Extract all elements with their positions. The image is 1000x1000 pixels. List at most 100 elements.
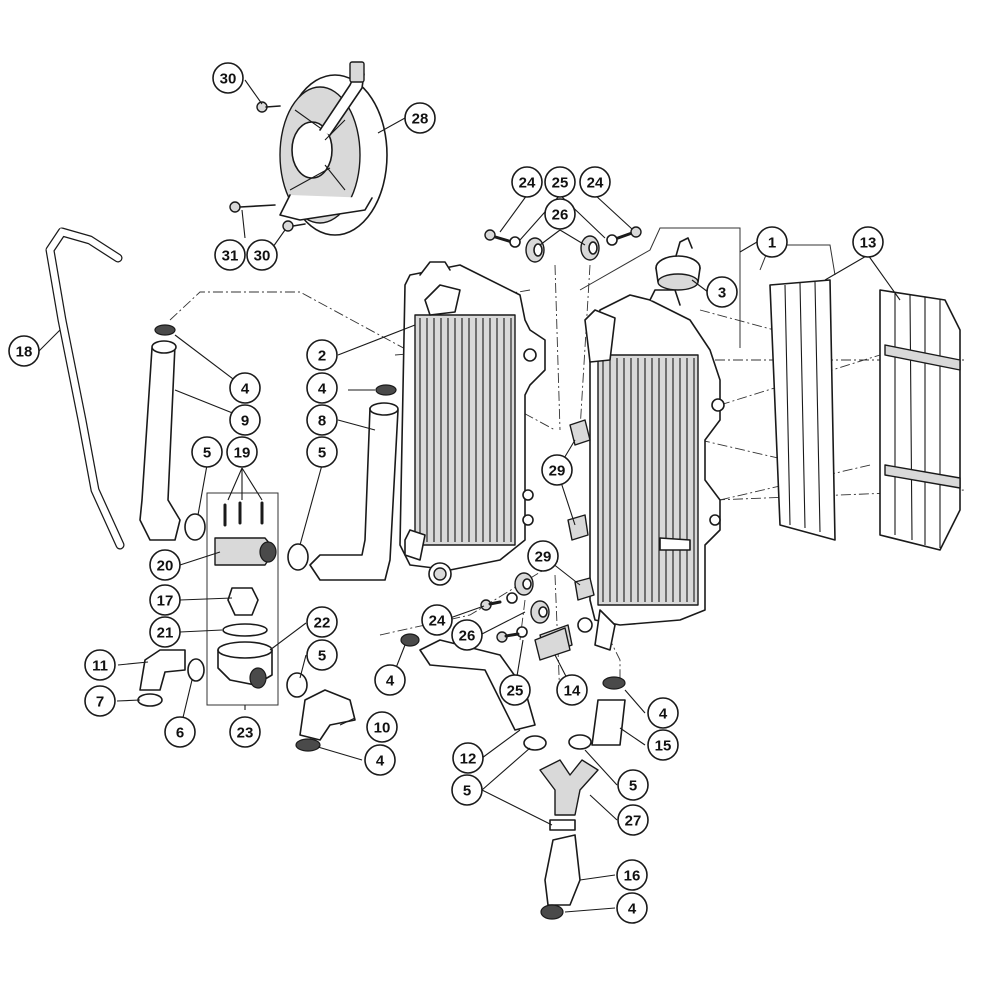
callout-number: 6	[176, 725, 184, 742]
callout-circle	[374, 664, 406, 696]
overflow-hose	[45, 227, 125, 550]
callout-number: 10	[374, 720, 391, 737]
callout-circle	[756, 226, 788, 258]
callout-30: 30	[246, 239, 278, 271]
callout-number: 16	[624, 868, 641, 885]
callout-number: 3	[718, 285, 726, 302]
callout-circle	[647, 697, 679, 729]
callout-31: 31	[214, 239, 246, 271]
callout-number: 24	[519, 175, 536, 192]
callout-24: 24	[579, 166, 611, 198]
callout-13: 13	[852, 226, 884, 258]
callout-number: 28	[412, 111, 429, 128]
callout-circle	[149, 549, 181, 581]
callout-number: 29	[549, 463, 566, 480]
callout-circle	[306, 404, 338, 436]
callout-number: 5	[318, 445, 326, 462]
callout-14: 14	[556, 674, 588, 706]
callout-4: 4	[647, 697, 679, 729]
callout-2: 2	[306, 339, 338, 371]
callout-number: 13	[860, 235, 877, 252]
callout-29: 29	[527, 540, 559, 572]
callout-17: 17	[149, 584, 181, 616]
callout-28: 28	[404, 102, 436, 134]
callout-circle	[544, 198, 576, 230]
y-connector	[539, 759, 599, 816]
callout-circle	[404, 102, 436, 134]
callout-number: 5	[318, 648, 326, 665]
callout-5: 5	[451, 774, 483, 806]
callout-circle	[212, 62, 244, 94]
callout-5: 5	[617, 769, 649, 801]
callout-circle	[226, 436, 258, 468]
callout-5: 5	[306, 436, 338, 468]
callout-number: 1	[768, 235, 776, 252]
callout-16: 16	[616, 859, 648, 891]
callout-26: 26	[451, 619, 483, 651]
callout-circle	[544, 166, 576, 198]
callout-30: 30	[212, 62, 244, 94]
hose-11	[137, 649, 205, 707]
callout-number: 2	[318, 348, 326, 365]
callout-number: 24	[429, 613, 446, 630]
callout-29: 29	[541, 454, 573, 486]
callout-number: 8	[318, 413, 326, 430]
callout-4: 4	[306, 372, 338, 404]
callout-24: 24	[511, 166, 543, 198]
callout-22: 22	[306, 606, 338, 638]
callout-circle	[214, 239, 246, 271]
callout-15: 15	[647, 729, 679, 761]
callout-number: 4	[241, 381, 250, 398]
callout-number: 26	[459, 628, 476, 645]
callout-circle	[306, 339, 338, 371]
callout-number: 5	[203, 445, 211, 462]
callout-23: 23	[229, 716, 261, 748]
hose-10	[295, 689, 356, 752]
callout-circle	[499, 674, 531, 706]
callout-6: 6	[164, 716, 196, 748]
callout-number: 4	[386, 673, 395, 690]
callout-12: 12	[452, 742, 484, 774]
callout-number: 18	[16, 344, 33, 361]
callout-circle	[306, 639, 338, 671]
callout-circle	[647, 729, 679, 761]
callout-circle	[246, 239, 278, 271]
callout-1: 1	[756, 226, 788, 258]
callout-number: 12	[460, 751, 477, 768]
callout-number: 4	[376, 753, 385, 770]
callout-18: 18	[8, 335, 40, 367]
left-radiator	[399, 261, 546, 586]
callout-4: 4	[616, 892, 648, 924]
temperature-sensor	[534, 627, 571, 661]
callout-number: 21	[157, 625, 174, 642]
callout-4: 4	[229, 372, 261, 404]
right-radiator	[567, 289, 725, 651]
callout-21: 21	[149, 616, 181, 648]
hose-8	[309, 384, 399, 581]
callout-number: 23	[237, 725, 254, 742]
callout-24: 24	[421, 604, 453, 636]
callout-circle	[706, 276, 738, 308]
callout-circle	[8, 335, 40, 367]
callout-27: 27	[617, 804, 649, 836]
callout-circle	[451, 619, 483, 651]
callout-number: 15	[655, 738, 672, 755]
callout-circle	[164, 716, 196, 748]
hose-15	[591, 676, 626, 746]
callout-circle	[616, 859, 648, 891]
callout-4: 4	[374, 664, 406, 696]
callout-circle	[191, 436, 223, 468]
group-brackets	[206, 227, 836, 706]
callout-circle	[541, 454, 573, 486]
cooling-fan	[279, 61, 388, 236]
callout-26: 26	[544, 198, 576, 230]
callout-number: 4	[659, 706, 668, 723]
callout-3: 3	[706, 276, 738, 308]
callout-number: 19	[234, 445, 251, 462]
callout-circle	[617, 769, 649, 801]
callout-4: 4	[364, 744, 396, 776]
callout-circle	[556, 674, 588, 706]
callout-7: 7	[84, 685, 116, 717]
callout-number: 25	[507, 683, 524, 700]
